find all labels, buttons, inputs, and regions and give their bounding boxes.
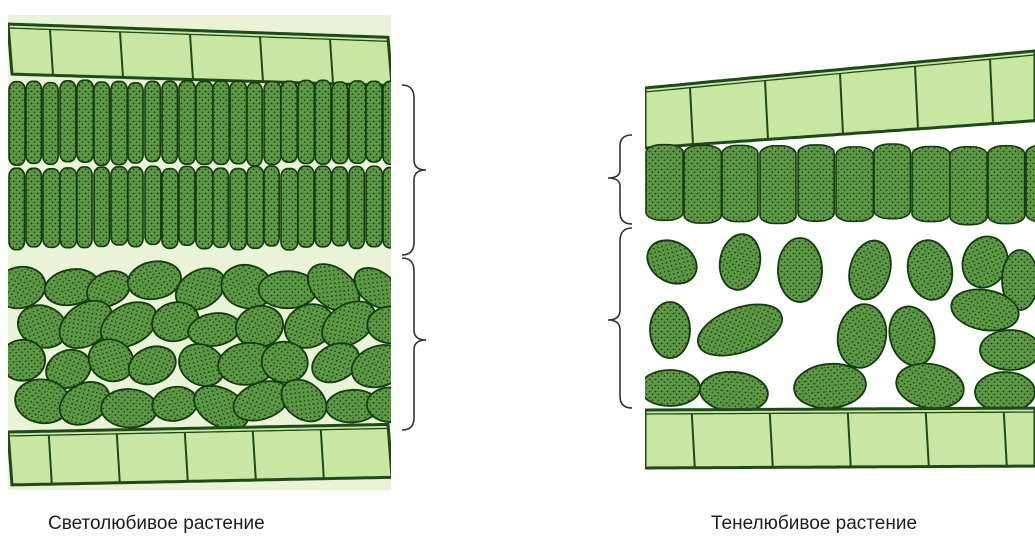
palisade-cell xyxy=(9,82,25,166)
palisade-cell xyxy=(60,168,76,248)
palisade-cell xyxy=(213,168,228,247)
lower-epidermis xyxy=(8,424,392,485)
palisade-cell xyxy=(94,82,109,165)
palisade-cell xyxy=(383,81,399,164)
palisade-cell xyxy=(760,146,796,224)
shade-plant-leaf-section xyxy=(639,50,1035,480)
palisade-cell xyxy=(264,166,279,246)
palisade-brace-left xyxy=(402,85,426,255)
palisade-cell xyxy=(179,166,195,245)
palisade-cell xyxy=(77,80,93,162)
palisade-cell xyxy=(60,81,76,162)
palisade-cell xyxy=(315,80,331,164)
palisade-cell xyxy=(43,169,60,248)
palisade-cell xyxy=(684,145,721,223)
light-plant-leaf-section xyxy=(0,15,416,490)
palisade-cell xyxy=(26,168,42,247)
palisade-cell xyxy=(950,147,987,225)
palisade-cell xyxy=(179,81,195,164)
palisade-cell xyxy=(196,167,213,249)
palisade-cell xyxy=(281,169,298,250)
palisade-cell xyxy=(247,167,264,249)
spongy-brace-left xyxy=(402,258,426,430)
palisade-brace-right xyxy=(608,135,632,224)
palisade-cell xyxy=(298,166,314,247)
palisade-cell xyxy=(43,83,58,165)
palisade-cell xyxy=(874,144,910,219)
palisade-cell xyxy=(349,166,364,248)
spongy-brace-right xyxy=(608,228,632,408)
palisade-cell xyxy=(145,81,160,161)
epidermis-band xyxy=(8,424,392,485)
palisade-cell xyxy=(383,167,398,247)
palisade-cell xyxy=(366,81,382,162)
palisade-tissue xyxy=(646,144,1035,225)
lower-epidermis xyxy=(645,408,1035,468)
palisade-cell xyxy=(836,147,873,222)
palisade-cell xyxy=(349,81,366,163)
palisade-cell xyxy=(298,80,314,163)
palisade-cell xyxy=(247,83,262,166)
palisade-cell xyxy=(111,167,127,245)
light-plant-caption: Светолюбивое растение xyxy=(48,513,265,535)
palisade-cell xyxy=(213,81,229,164)
palisade-cell xyxy=(162,169,178,249)
palisade-cell xyxy=(281,81,297,162)
palisade-cell xyxy=(332,167,347,246)
epidermis-band xyxy=(645,408,1035,468)
palisade-cell xyxy=(94,167,109,246)
palisade-cell xyxy=(988,146,1025,224)
palisade-cell xyxy=(128,83,143,163)
palisade-cell xyxy=(722,145,758,221)
spongy-cell xyxy=(366,387,416,423)
palisade-cell xyxy=(798,145,834,221)
palisade-cell xyxy=(1026,145,1035,222)
spongy-cell xyxy=(650,302,690,358)
palisade-cell xyxy=(77,167,92,248)
palisade-cell xyxy=(646,145,683,221)
palisade-cell xyxy=(9,168,24,249)
palisade-cell xyxy=(230,81,247,164)
palisade-cell xyxy=(315,166,331,247)
spongy-cell xyxy=(367,306,416,343)
palisade-cell xyxy=(26,81,41,163)
spongy-cell xyxy=(640,370,700,406)
spongy-cell xyxy=(778,238,822,302)
palisade-cell xyxy=(366,166,382,246)
palisade-cell xyxy=(264,81,281,164)
spongy-cell xyxy=(980,330,1035,370)
palisade-cell xyxy=(332,82,348,163)
palisade-cell xyxy=(912,147,950,222)
spongy-cell xyxy=(975,372,1035,412)
palisade-cell xyxy=(145,166,161,244)
palisade-cell xyxy=(128,167,143,247)
shade-plant-caption: Тенелюбивое растение xyxy=(711,513,917,535)
palisade-cell xyxy=(196,81,213,164)
palisade-cell xyxy=(162,81,177,163)
palisade-cell xyxy=(230,169,246,250)
palisade-cell xyxy=(111,81,127,164)
